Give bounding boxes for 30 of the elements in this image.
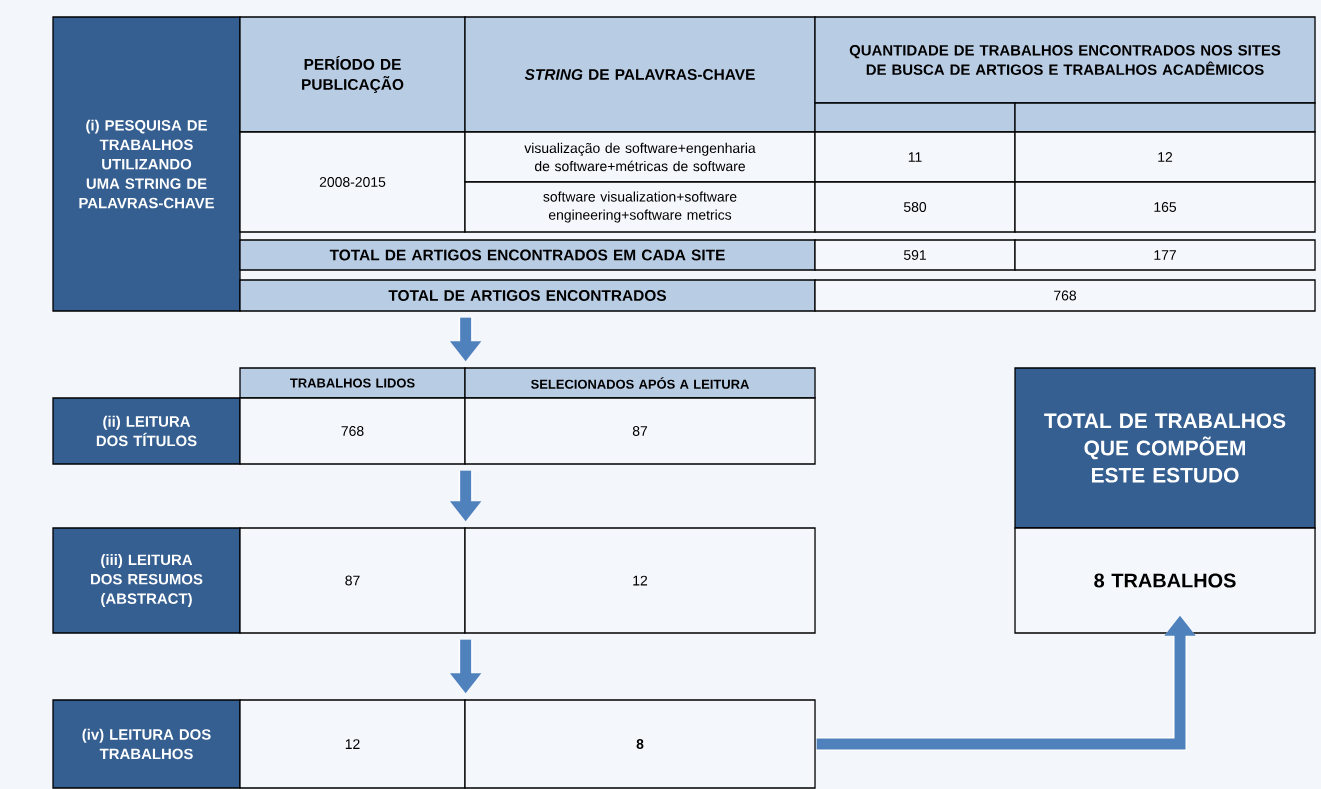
table-cell: 591 bbox=[814, 239, 1016, 271]
header-cell: SELECIONADOS APÓS A LEITURA bbox=[464, 367, 816, 399]
stage-label-box: TOTAL DE TRABALHOS QUE COMPÕEM ESTE ESTUDO bbox=[1014, 367, 1316, 529]
table-cell: 8 TRABALHOS bbox=[1014, 527, 1316, 634]
header-cell bbox=[1014, 102, 1316, 133]
table-cell: 165 bbox=[1014, 181, 1316, 233]
table-cell: visualização de software+engenharia de software+métricas de software bbox=[464, 131, 816, 183]
stage-label-box: (ii) LEITURA DOS TÍTULOS bbox=[52, 397, 241, 465]
header-cell bbox=[814, 102, 1016, 133]
table-cell: 177 bbox=[1014, 239, 1316, 271]
table-cell: 12 bbox=[239, 699, 466, 789]
table-cell: software visualization+software engineering+software metrics bbox=[464, 181, 816, 233]
table-cell: 12 bbox=[1014, 131, 1316, 183]
table-cell: 8 bbox=[464, 699, 816, 789]
stage-label-box: (iv) LEITURA DOS TRABALHOS bbox=[52, 699, 241, 789]
table-cell: 87 bbox=[239, 527, 466, 634]
table-cell: 768 bbox=[239, 397, 466, 465]
stage-label-box: (i) PESQUISA DE TRABALHOS UTILIZANDO UMA STRING DE PALAVRAS-CHAVE bbox=[52, 16, 241, 312]
stage-label-box: (iii) LEITURA DOS RESUMOS (ABSTRACT) bbox=[52, 527, 241, 634]
header-cell: TRABALHOS LIDOS bbox=[239, 367, 466, 399]
header-cell: STRING DE PALAVRAS-CHAVE bbox=[464, 16, 816, 133]
table-cell: 11 bbox=[814, 131, 1016, 183]
header-cell: TOTAL DE ARTIGOS ENCONTRADOS EM CADA SITE bbox=[239, 239, 816, 271]
header-cell: PERÍODO DE PUBLICAÇÃO bbox=[239, 16, 466, 133]
table-cell: 580 bbox=[814, 181, 1016, 233]
table-cell: 2008-2015 bbox=[239, 131, 466, 233]
table-cell: 768 bbox=[814, 279, 1316, 312]
header-cell: TOTAL DE ARTIGOS ENCONTRADOS bbox=[239, 279, 816, 312]
table-cell: 87 bbox=[464, 397, 816, 465]
table-cell: 12 bbox=[464, 527, 816, 634]
